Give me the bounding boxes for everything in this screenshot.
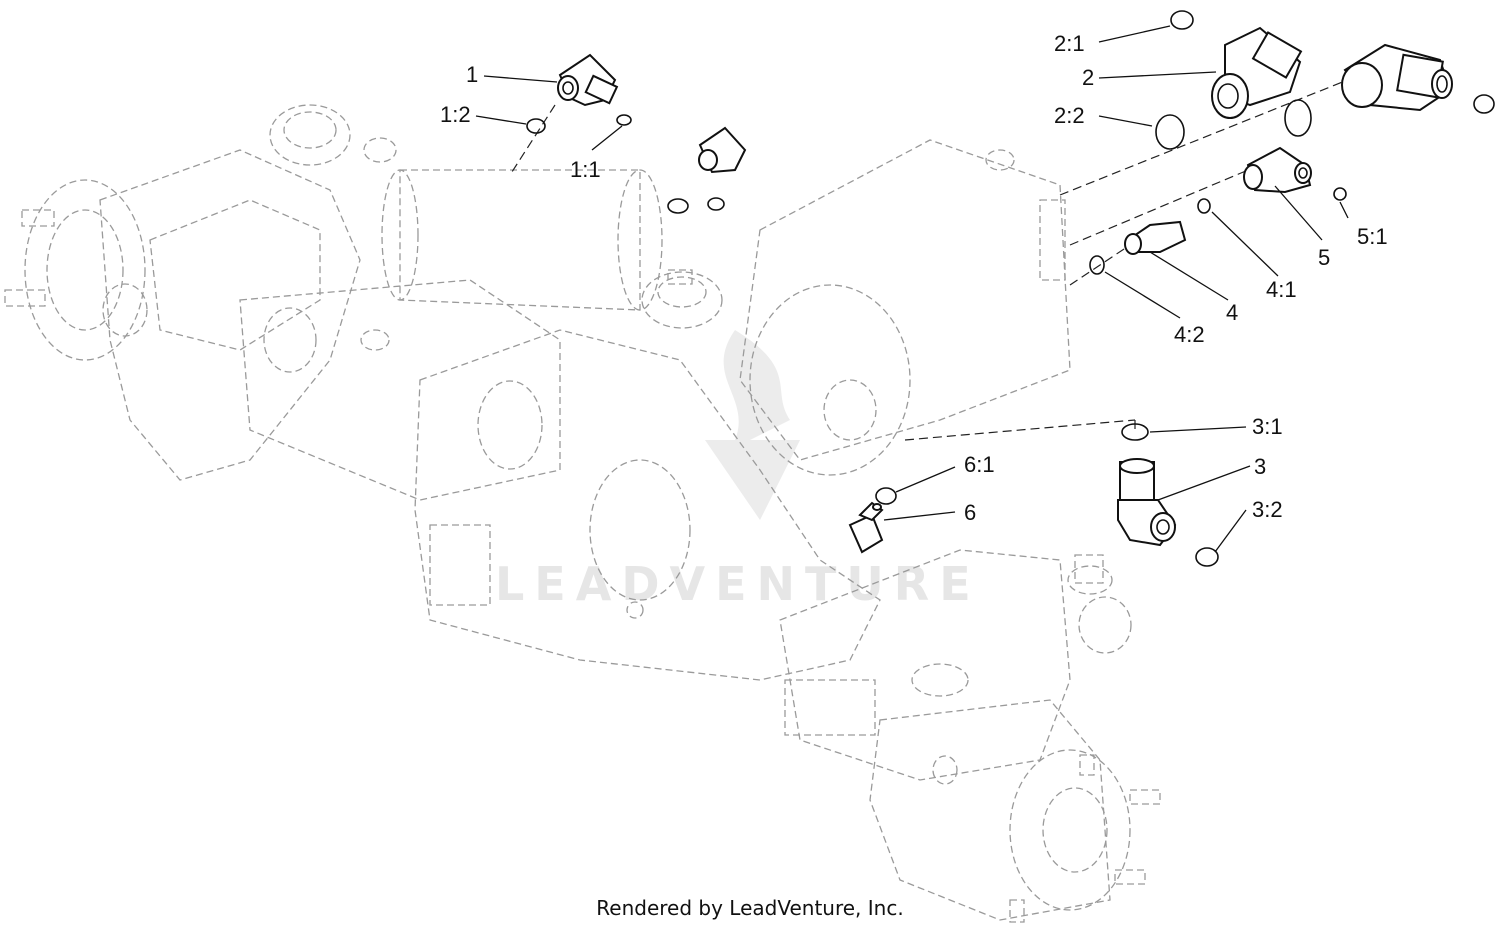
callout-6-1: 6:1 <box>964 452 995 477</box>
oring-upper-right-a[interactable] <box>1284 99 1312 137</box>
callout-4-2: 4:2 <box>1174 322 1205 347</box>
oring-3-1[interactable] <box>1121 423 1149 441</box>
callout-1-2: 1:2 <box>440 102 471 127</box>
callout-2-1: 2:1 <box>1054 31 1085 56</box>
oring-2-1[interactable] <box>1170 10 1194 30</box>
oring-4-1[interactable] <box>1197 198 1211 214</box>
watermark-logo <box>705 330 800 520</box>
oring-1-2[interactable] <box>526 118 546 134</box>
callout-1-1: 1:1 <box>570 157 601 182</box>
pump-block <box>739 139 1071 461</box>
assembly-lines <box>509 74 1361 441</box>
main-housing <box>414 329 881 681</box>
callout-5-1: 5:1 <box>1357 224 1388 249</box>
elbow-fitting-3[interactable] <box>1117 458 1177 547</box>
callout-5: 5 <box>1318 245 1330 270</box>
oring-3-2[interactable] <box>1195 547 1219 567</box>
elbow-fitting-1[interactable] <box>557 53 619 107</box>
oring-small-a[interactable] <box>667 198 689 214</box>
oring-6-1[interactable] <box>875 487 897 505</box>
callout-3-1: 3:1 <box>1252 414 1283 439</box>
sensor-6[interactable] <box>848 501 884 554</box>
elbow-fitting-upper-right[interactable] <box>1341 43 1453 112</box>
elbow-fitting-2[interactable] <box>1211 26 1303 119</box>
callout-3: 3 <box>1254 454 1266 479</box>
oring-1-1[interactable] <box>616 114 632 126</box>
transaxle-assembly <box>4 104 1161 923</box>
oring-upper-right-b[interactable] <box>1473 94 1495 114</box>
elbow-fitting-5[interactable] <box>1243 146 1312 194</box>
elbow-fitting-small[interactable] <box>698 126 747 174</box>
oring-2-2[interactable] <box>1155 114 1185 150</box>
right-hub <box>869 699 1111 921</box>
callout-6: 6 <box>964 500 976 525</box>
callout-2-2: 2:2 <box>1054 103 1085 128</box>
callout-2: 2 <box>1082 65 1094 90</box>
oring-4-2[interactable] <box>1089 255 1105 275</box>
callout-labels: 1 1:2 1:1 2:1 2 2:2 5:1 5 4:1 4 4:2 3:1 … <box>440 31 1388 525</box>
connector-fitting-4[interactable] <box>1124 220 1187 255</box>
center-tube <box>399 169 641 311</box>
callout-4: 4 <box>1226 300 1238 325</box>
watermark-text: LEADVENTURE <box>495 557 981 611</box>
oring-small-b[interactable] <box>707 197 725 211</box>
left-cap <box>269 104 351 166</box>
left-hub <box>24 179 146 361</box>
callout-4-1: 4:1 <box>1266 277 1297 302</box>
oring-5-1[interactable] <box>1333 187 1347 201</box>
center-cap <box>641 271 723 329</box>
footer-credit: Rendered by LeadVenture, Inc. <box>596 896 904 920</box>
leader-lines <box>475 25 1349 553</box>
callout-3-2: 3:2 <box>1252 497 1283 522</box>
callout-1: 1 <box>466 62 478 87</box>
